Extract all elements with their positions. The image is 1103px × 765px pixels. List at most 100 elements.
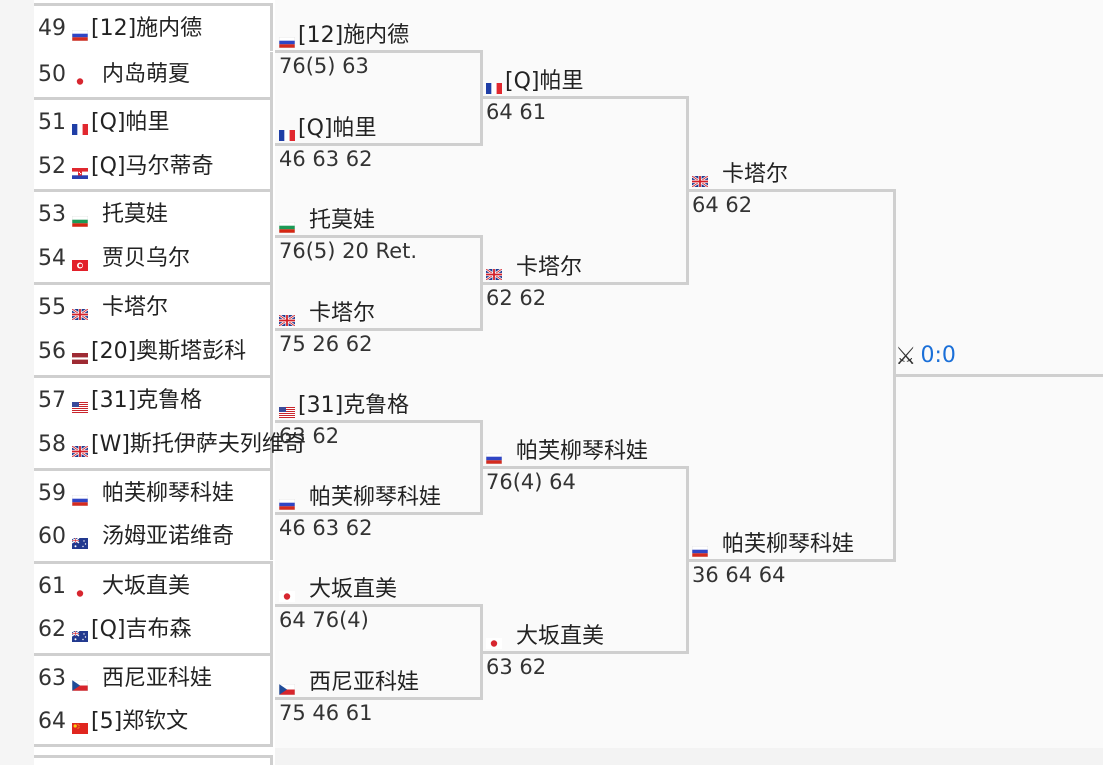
round4-winner[interactable]: 帕芙柳琴科娃 bbox=[686, 532, 854, 558]
match-score: 64 76(4) bbox=[279, 608, 369, 632]
left-margin bbox=[0, 0, 34, 765]
round1-entry[interactable]: 57[31]克鲁格 bbox=[34, 375, 273, 423]
round1-entry[interactable]: 52[Q]马尔蒂奇 bbox=[34, 144, 273, 190]
round1-entry[interactable]: 49[12]施内德 bbox=[34, 3, 273, 51]
draw-position: 53 bbox=[38, 202, 66, 227]
match-score: 76(4) 64 bbox=[486, 470, 576, 494]
round3-winner[interactable]: 大坂直美 bbox=[480, 624, 604, 650]
seed-label: [12] bbox=[91, 16, 137, 41]
round1-entry[interactable]: 50 内岛萌夏 bbox=[34, 52, 273, 98]
round2-winner[interactable]: 帕芙柳琴科娃 bbox=[273, 485, 441, 511]
round2-winner[interactable]: 卡塔尔 bbox=[273, 301, 375, 327]
bracket-connector bbox=[275, 420, 483, 423]
player-name: 帕芙柳琴科娃 bbox=[102, 481, 235, 506]
round1-entry[interactable]: 54 贾贝乌尔 bbox=[34, 236, 273, 282]
player-name: 帕芙柳琴科娃 bbox=[516, 439, 649, 464]
round1-entry[interactable]: 53 托莫娃 bbox=[34, 189, 273, 237]
round1-entry-label: 57[31]克鲁格 bbox=[38, 388, 202, 414]
match-score: 46 63 62 bbox=[279, 147, 373, 171]
draw-position: 57 bbox=[38, 388, 66, 413]
round2-winner[interactable]: [31]克鲁格 bbox=[273, 393, 409, 419]
seed-label: [Q] bbox=[91, 110, 126, 135]
player-name: 帕里 bbox=[332, 116, 377, 141]
russia-flag bbox=[485, 445, 503, 465]
round3-winner[interactable]: [Q]帕里 bbox=[480, 69, 584, 95]
round1-entry[interactable]: 51[Q]帕里 bbox=[34, 97, 273, 145]
round3-winner[interactable]: 帕芙柳琴科娃 bbox=[480, 439, 648, 465]
uk-flag bbox=[71, 301, 89, 321]
round2-winner[interactable]: [12]施内德 bbox=[273, 23, 409, 49]
player-name: 奥斯塔彭科 bbox=[136, 339, 247, 364]
player-name: 贾贝乌尔 bbox=[102, 246, 191, 271]
japan-flag bbox=[72, 580, 88, 599]
round2-winner[interactable]: 托莫娃 bbox=[273, 208, 375, 234]
player-name: 克鲁格 bbox=[136, 388, 203, 413]
final-match-slot[interactable]: ⚔0:0 bbox=[895, 343, 956, 369]
player-name: 克鲁格 bbox=[343, 393, 410, 418]
round2-winner[interactable]: [Q]帕里 bbox=[273, 116, 377, 142]
draw-position: 54 bbox=[38, 246, 66, 271]
round4-winner[interactable]: 卡塔尔 bbox=[686, 162, 788, 188]
round2-winner[interactable]: 西尼亚科娃 bbox=[273, 670, 419, 696]
bracket-connector bbox=[275, 697, 483, 700]
round1-entry-label: 53 托莫娃 bbox=[38, 202, 168, 228]
player-name: 托莫娃 bbox=[309, 208, 376, 233]
crossed-swords-icon: ⚔ bbox=[895, 342, 917, 370]
bracket-connector bbox=[483, 96, 689, 99]
draw-position: 56 bbox=[38, 339, 66, 364]
croatia-flag bbox=[72, 160, 88, 179]
round1-entry-label: 50 内岛萌夏 bbox=[38, 62, 190, 88]
seed-label: [20] bbox=[91, 339, 137, 364]
uk-flag bbox=[278, 307, 296, 327]
round3-winner[interactable]: 卡塔尔 bbox=[480, 255, 582, 281]
match-score: 63 62 bbox=[486, 655, 547, 679]
player-name: 帕芙柳琴科娃 bbox=[722, 532, 855, 557]
player-name: 内岛萌夏 bbox=[102, 62, 191, 87]
round1-entry-label: 49[12]施内德 bbox=[38, 16, 202, 42]
bracket-connector bbox=[686, 96, 689, 285]
japan-flag bbox=[72, 68, 88, 87]
round1-entry-label: 52[Q]马尔蒂奇 bbox=[38, 154, 214, 180]
player-name: 汤姆亚诺维奇 bbox=[102, 524, 235, 549]
bracket-connector bbox=[686, 466, 689, 654]
match-score: 62 62 bbox=[486, 286, 547, 310]
bracket-connector bbox=[483, 651, 689, 654]
bracket-connector bbox=[275, 235, 483, 238]
player-name: 托莫娃 bbox=[102, 202, 169, 227]
round1-entry[interactable]: 64[5]郑钦文 bbox=[34, 699, 273, 745]
seed-label: [5] bbox=[91, 709, 123, 734]
round1-entry[interactable]: 56 [20]奥斯塔彭科 bbox=[34, 329, 273, 375]
france-flag bbox=[72, 116, 88, 135]
china-flag bbox=[72, 715, 88, 734]
player-name: 西尼亚科娃 bbox=[102, 666, 213, 691]
seed-label: [Q] bbox=[91, 617, 126, 642]
round2-winner[interactable]: 大坂直美 bbox=[273, 577, 397, 603]
draw-position: 50 bbox=[38, 62, 66, 87]
round1-bottom-border bbox=[34, 744, 273, 747]
round1-entry[interactable]: 58[W]斯托伊萨夫列维奇 bbox=[34, 422, 306, 468]
player-name: 斯托伊萨夫列维奇 bbox=[129, 432, 306, 457]
round1-entry-label: 58[W]斯托伊萨夫列维奇 bbox=[38, 432, 306, 458]
draw-position: 49 bbox=[38, 16, 66, 41]
france-flag bbox=[279, 122, 295, 141]
player-name: 马尔蒂奇 bbox=[125, 154, 214, 179]
france-flag bbox=[486, 75, 502, 94]
bracket-connector bbox=[480, 420, 483, 515]
bulgaria-flag bbox=[278, 214, 296, 234]
russia-flag bbox=[278, 491, 296, 511]
bracket-background bbox=[275, 0, 1103, 765]
draw-position: 52 bbox=[38, 154, 66, 179]
round1-entry[interactable]: 62[Q]吉布森 bbox=[34, 607, 273, 653]
seed-label: [31] bbox=[298, 393, 344, 418]
match-score: 63 62 bbox=[279, 424, 340, 448]
bracket-connector bbox=[689, 189, 896, 192]
player-name: 帕芙柳琴科娃 bbox=[309, 485, 442, 510]
bracket-connector bbox=[483, 466, 689, 469]
